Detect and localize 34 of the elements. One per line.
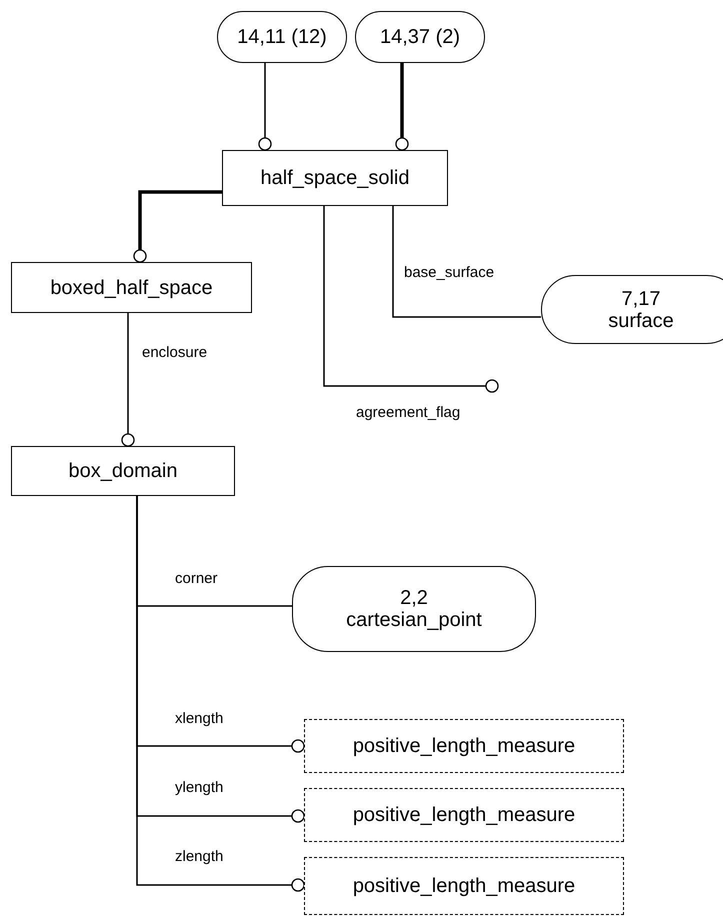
edge-label: agreement_flag	[354, 404, 462, 421]
node-label: 14,11 (12)	[237, 26, 327, 48]
node-label: positive_length_measure	[352, 804, 576, 826]
connector-line	[395, 63, 409, 151]
connector-line	[258, 63, 272, 151]
reference-node	[292, 566, 536, 652]
connector-line	[136, 496, 305, 892]
connector-line	[133, 190, 222, 263]
edge-label: zlength	[173, 848, 226, 865]
connector-line	[121, 313, 135, 447]
edge-label: ylength	[173, 779, 226, 796]
type-box	[304, 788, 624, 842]
entity-box	[222, 150, 448, 206]
node-label: cartesian_point	[346, 609, 482, 631]
connector-line	[323, 206, 499, 393]
node-label: half_space_solid	[260, 167, 410, 189]
entity-box	[11, 446, 235, 496]
node-label: 7,17	[622, 288, 660, 310]
entity-box	[11, 262, 252, 313]
node-label: surface	[608, 310, 674, 332]
node-label: 14,37 (2)	[380, 26, 460, 48]
node-label: 2,2	[400, 587, 428, 609]
node-label: box_domain	[68, 460, 178, 482]
connector-line	[392, 206, 541, 318]
reference-node	[355, 11, 485, 63]
reference-node	[541, 275, 723, 344]
edge-label: xlength	[173, 710, 226, 727]
edge-label: base_surface	[402, 264, 496, 281]
type-box	[304, 719, 624, 773]
type-box	[304, 857, 624, 915]
node-label: positive_length_measure	[352, 735, 576, 757]
reference-node	[217, 11, 347, 63]
node-label: boxed_half_space	[50, 276, 213, 298]
node-label: positive_length_measure	[352, 875, 576, 897]
